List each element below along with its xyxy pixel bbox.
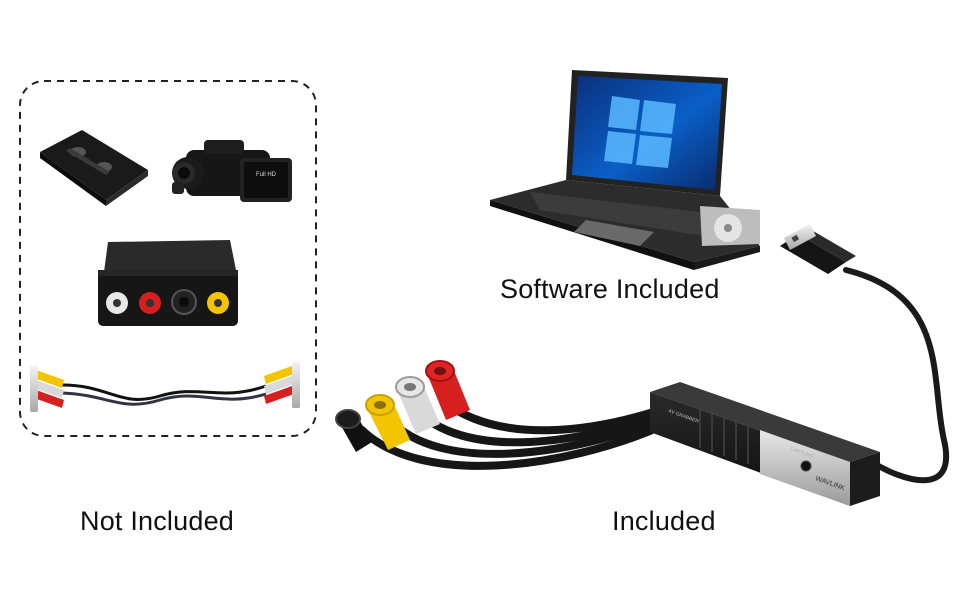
rca-red-connector <box>425 360 470 420</box>
scart-adapter-image <box>98 240 238 326</box>
av-grabber-device: AV GRABBER WAVLINK CAPTURE <box>650 382 880 506</box>
included-label: Included <box>612 506 716 536</box>
svideo-connector <box>335 409 372 452</box>
not-included-frame <box>19 80 317 437</box>
vhs-tape-image <box>40 130 148 206</box>
camcorder-image: Full HD <box>172 140 292 202</box>
rca-white-connector <box>395 376 440 434</box>
rca-yellow-connector <box>365 394 410 450</box>
camcorder-badge: Full HD <box>256 172 277 178</box>
usb-cable <box>843 267 949 484</box>
rca-cable-image <box>30 362 300 412</box>
laptop-image <box>490 70 760 270</box>
not-included-label: Not Included <box>80 506 234 536</box>
usb-plug-image <box>780 224 856 274</box>
software-included-label: Software Included <box>500 274 720 304</box>
